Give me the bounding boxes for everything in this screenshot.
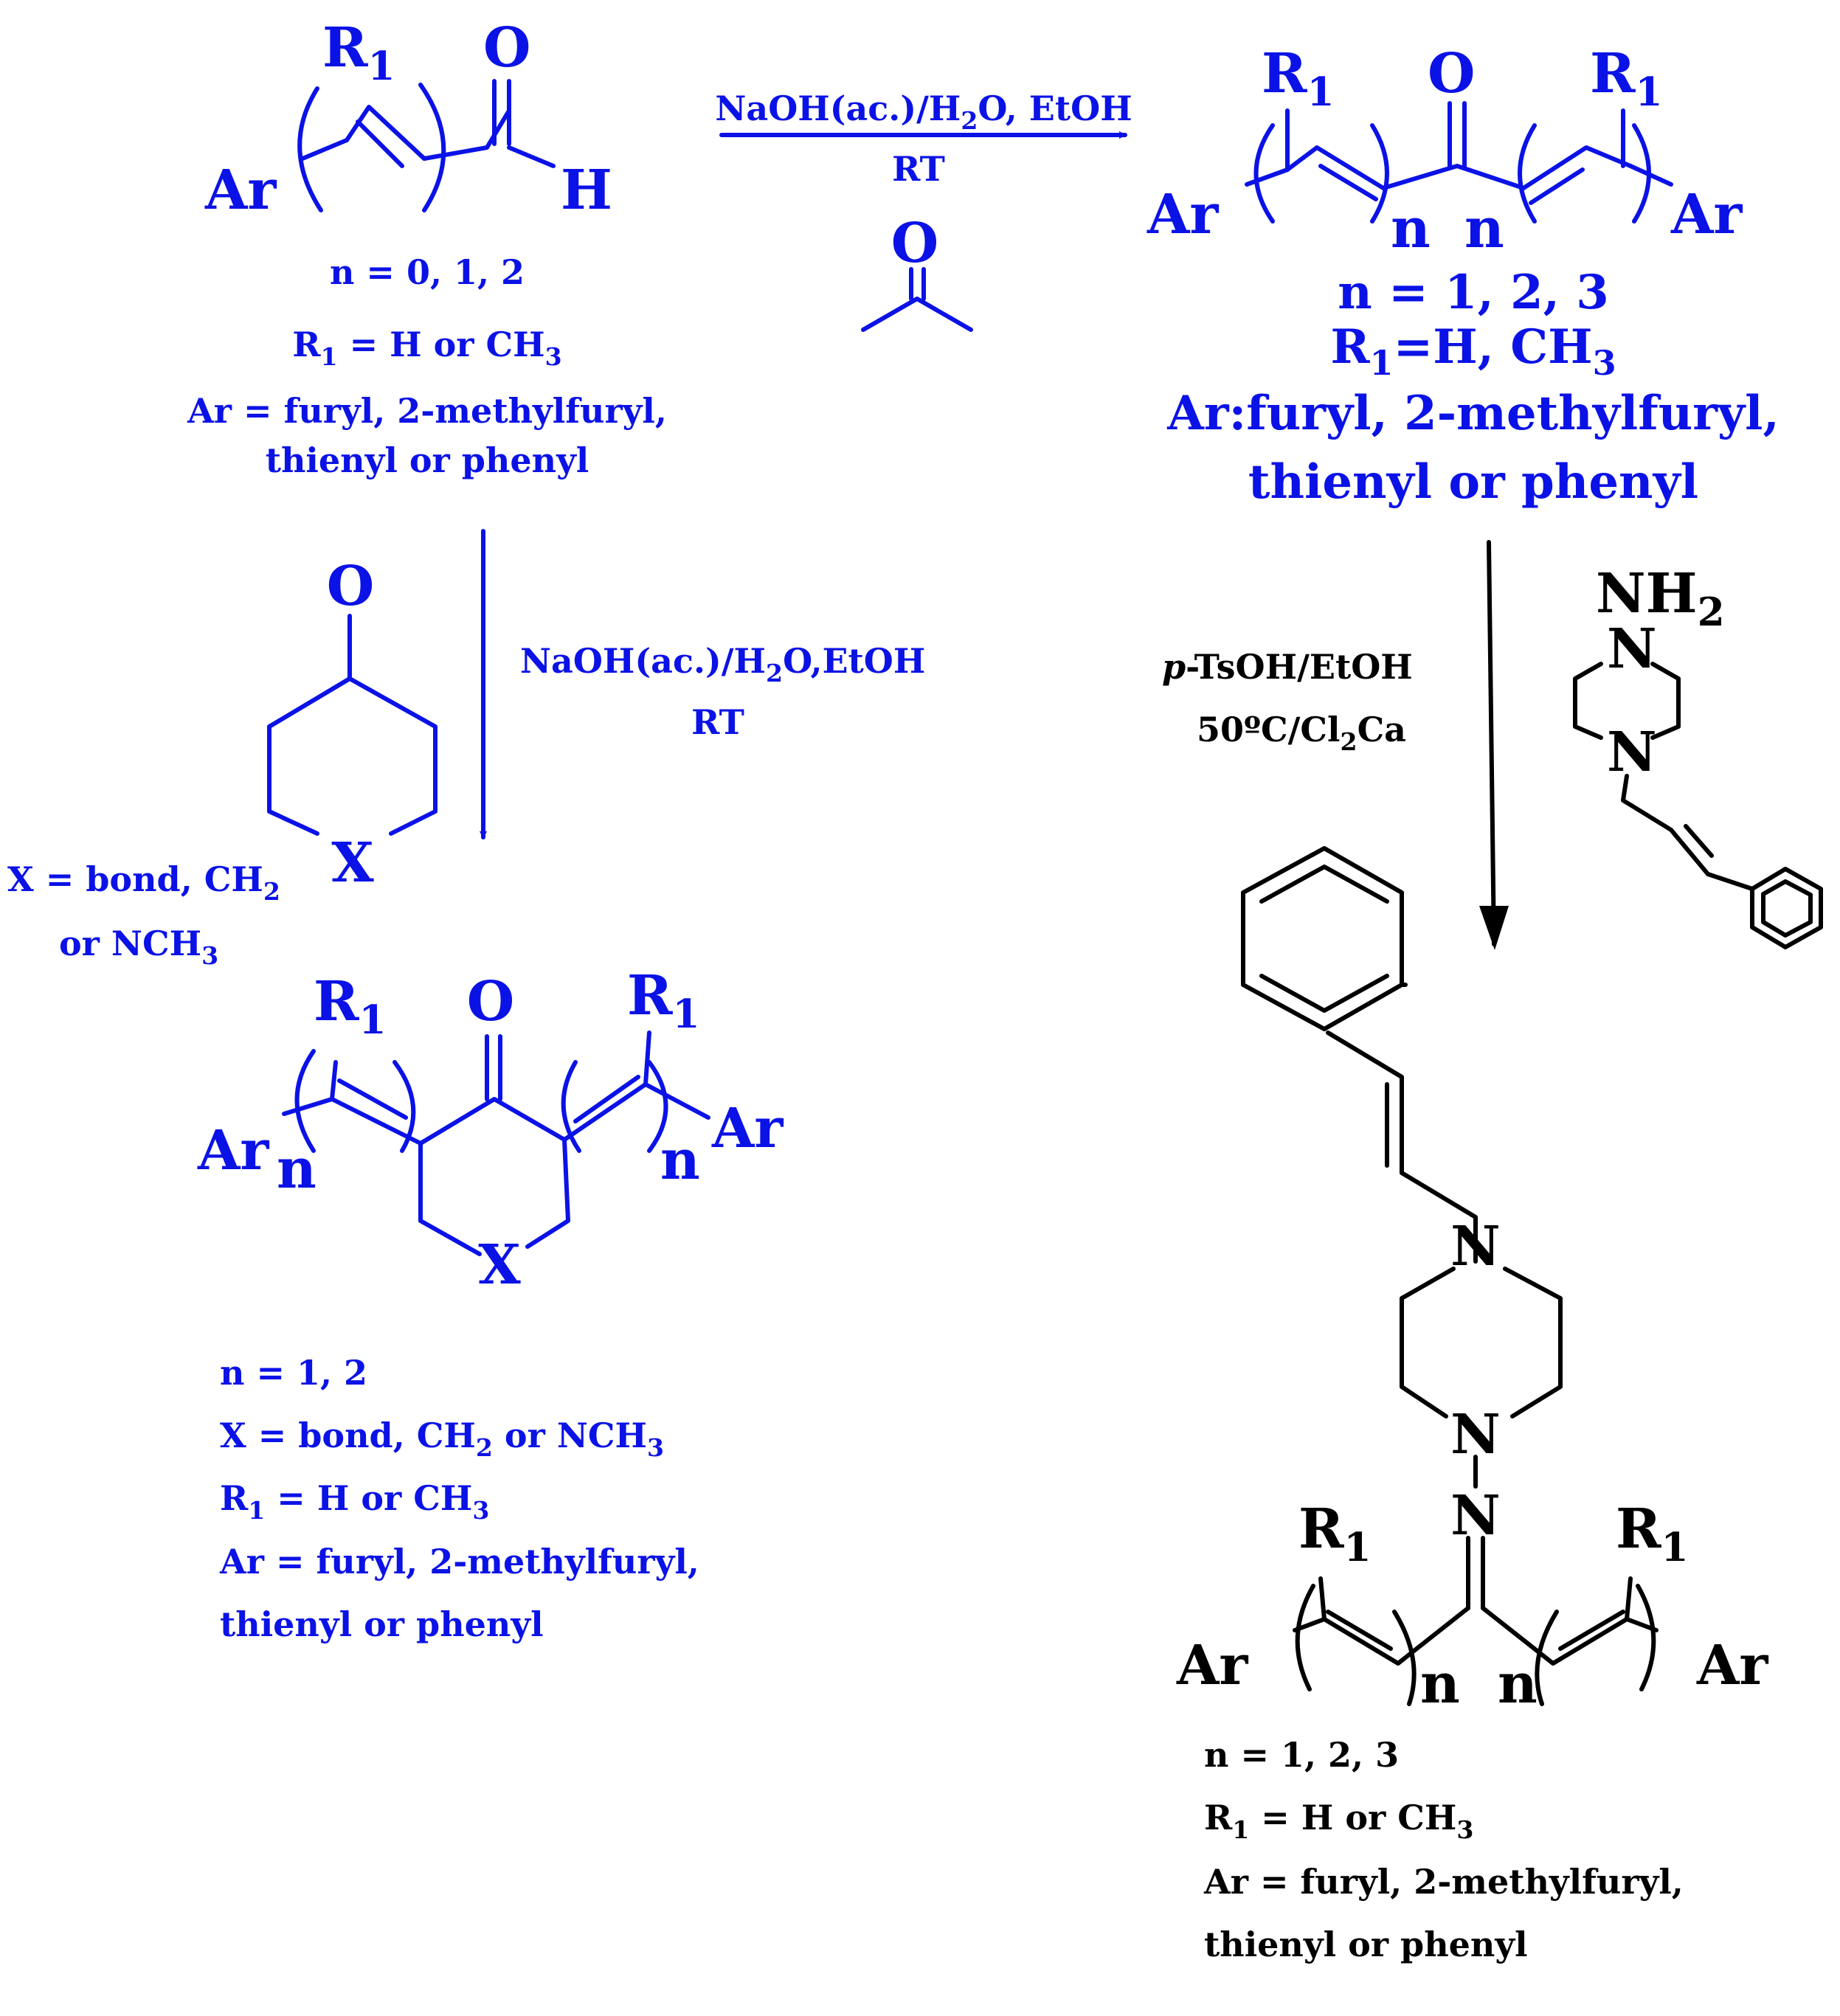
cyclic-r1-text: R1 = H or CH3: [220, 1478, 489, 1525]
ketone-x-text-2: or NCH3: [59, 924, 218, 970]
aldehyde-n-text: n = 0, 1, 2: [330, 252, 525, 292]
hydrazone-product-legend: n = 1, 2, 3 R1 = H or CH3 Ar = furyl, 2-…: [1203, 1735, 1684, 1964]
product-ar-left: Ar: [1176, 1634, 1248, 1697]
aldehyde-structure: Ar R1 O H: [204, 16, 612, 222]
reagent-nh2-label: NH2: [1596, 562, 1725, 635]
cyclic-ar-right: Ar: [711, 1097, 784, 1160]
aminopiperazine-reagent: NH2 N N: [1573, 562, 1823, 949]
cyclic-product-structure: Ar n R1 O R1 Ar n X: [197, 964, 784, 1297]
dienone-n-left: n: [1391, 197, 1431, 260]
cyclic-n-left: n: [277, 1137, 317, 1201]
product-n-top: N: [1450, 1215, 1501, 1278]
aldehyde-h-label: H: [561, 159, 612, 222]
right-reaction-arrow: p-TsOH/EtOH 50ºC/Cl2Ca: [1162, 540, 1509, 950]
aldehyde-r1-label: R1: [322, 16, 395, 89]
ketone-x-legend: X = bond, CH2 or NCH3: [7, 859, 280, 970]
aldehyde-r1-text: R1 = H or CH3: [292, 325, 561, 371]
dienone-n-text: n = 1, 2, 3: [1338, 265, 1608, 320]
cyclic-n-right: n: [660, 1129, 700, 1192]
top-conditions-line2: RT: [892, 149, 945, 189]
reagent-n-top: N: [1607, 617, 1657, 681]
product-ar-right: Ar: [1696, 1634, 1768, 1697]
right-conditions-line1: p-TsOH/EtOH: [1162, 647, 1413, 687]
acetone-structure: O: [861, 212, 973, 332]
hydrazone-product-structure: N N N R1 R1 Ar Ar n n: [1176, 846, 1768, 1716]
ketone-x-text-1: X = bond, CH2: [7, 859, 280, 906]
dienone-ar-text-1: Ar:furyl, 2-methylfuryl,: [1166, 386, 1780, 441]
hydrazone-ar-text-1: Ar = furyl, 2-methylfuryl,: [1203, 1862, 1684, 1902]
aldehyde-ar-text-1: Ar = furyl, 2-methylfuryl,: [187, 391, 667, 431]
left-conditions-line2: RT: [691, 702, 744, 742]
product-r1-left: R1: [1298, 1497, 1372, 1570]
dienone-r1-right: R1: [1590, 42, 1663, 115]
top-conditions-line1: NaOH(ac.)/H2O, EtOH: [715, 89, 1132, 135]
cyclic-ar-text-2: thienyl or phenyl: [220, 1604, 544, 1644]
dienone-ar-right: Ar: [1670, 183, 1743, 246]
arrow-down-right-head: [1479, 906, 1509, 950]
ketone-x-label: X: [331, 831, 374, 895]
dienone-ar-text-2: thienyl or phenyl: [1248, 454, 1698, 510]
dienone-structure: Ar R1 O R1 Ar n n: [1146, 42, 1743, 260]
hydrazone-ar-text-2: thienyl or phenyl: [1204, 1925, 1528, 1964]
dienone-n-right: n: [1464, 197, 1504, 260]
product-imine-n: N: [1450, 1484, 1501, 1548]
aldehyde-ar-text-2: thienyl or phenyl: [266, 440, 589, 480]
product-n-sub-left: n: [1420, 1652, 1460, 1716]
cyclic-x-label: X: [478, 1233, 521, 1297]
top-reaction-arrow: NaOH(ac.)/H2O, EtOH RT O: [715, 89, 1132, 332]
dienone-ar-left: Ar: [1146, 183, 1219, 246]
aldehyde-o-label: O: [483, 16, 530, 80]
cyclic-r1-right: R1: [627, 964, 700, 1037]
aldehyde-legend: n = 0, 1, 2 R1 = H or CH3 Ar = furyl, 2-…: [187, 252, 667, 480]
acetone-o-label: O: [891, 212, 938, 275]
cyclic-ar-text-1: Ar = furyl, 2-methylfuryl,: [219, 1542, 699, 1582]
aldehyde-ar-label: Ar: [204, 159, 277, 222]
hydrazone-n-text: n = 1, 2, 3: [1204, 1735, 1399, 1775]
hydrazone-r1-text: R1 = H or CH3: [1204, 1798, 1473, 1844]
cyclic-ar-left: Ar: [197, 1119, 269, 1182]
dienone-r1-left: R1: [1262, 42, 1335, 115]
left-reaction-arrow: NaOH(ac.)/H2O,EtOH RT: [480, 529, 925, 839]
product-n-bottom: N: [1450, 1403, 1501, 1466]
cyclic-x-text: X = bond, CH2 or NCH3: [220, 1416, 664, 1462]
product-r1-right: R1: [1616, 1497, 1689, 1570]
dienone-o-label: O: [1428, 42, 1475, 105]
dienone-r1-text: R1=H, CH3: [1330, 319, 1616, 383]
arrow-down-right: [1487, 540, 1496, 946]
dienone-legend: n = 1, 2, 3 R1=H, CH3 Ar:furyl, 2-methyl…: [1166, 265, 1780, 510]
left-conditions-line1: NaOH(ac.)/H2O,EtOH: [520, 641, 925, 687]
cyclic-ketone-structure: O X: [267, 555, 437, 895]
right-conditions-line2: 50ºC/Cl2Ca: [1197, 710, 1406, 756]
cyclic-o-label: O: [467, 970, 514, 1033]
cyclic-n-text: n = 1, 2: [220, 1353, 367, 1393]
ketone-o-label: O: [327, 555, 374, 618]
product-n-sub-right: n: [1498, 1652, 1538, 1716]
cyclic-r1-left: R1: [314, 970, 387, 1043]
reagent-n-bottom: N: [1607, 721, 1657, 784]
cyclic-product-legend: n = 1, 2 X = bond, CH2 or NCH3 R1 = H or…: [219, 1353, 699, 1644]
